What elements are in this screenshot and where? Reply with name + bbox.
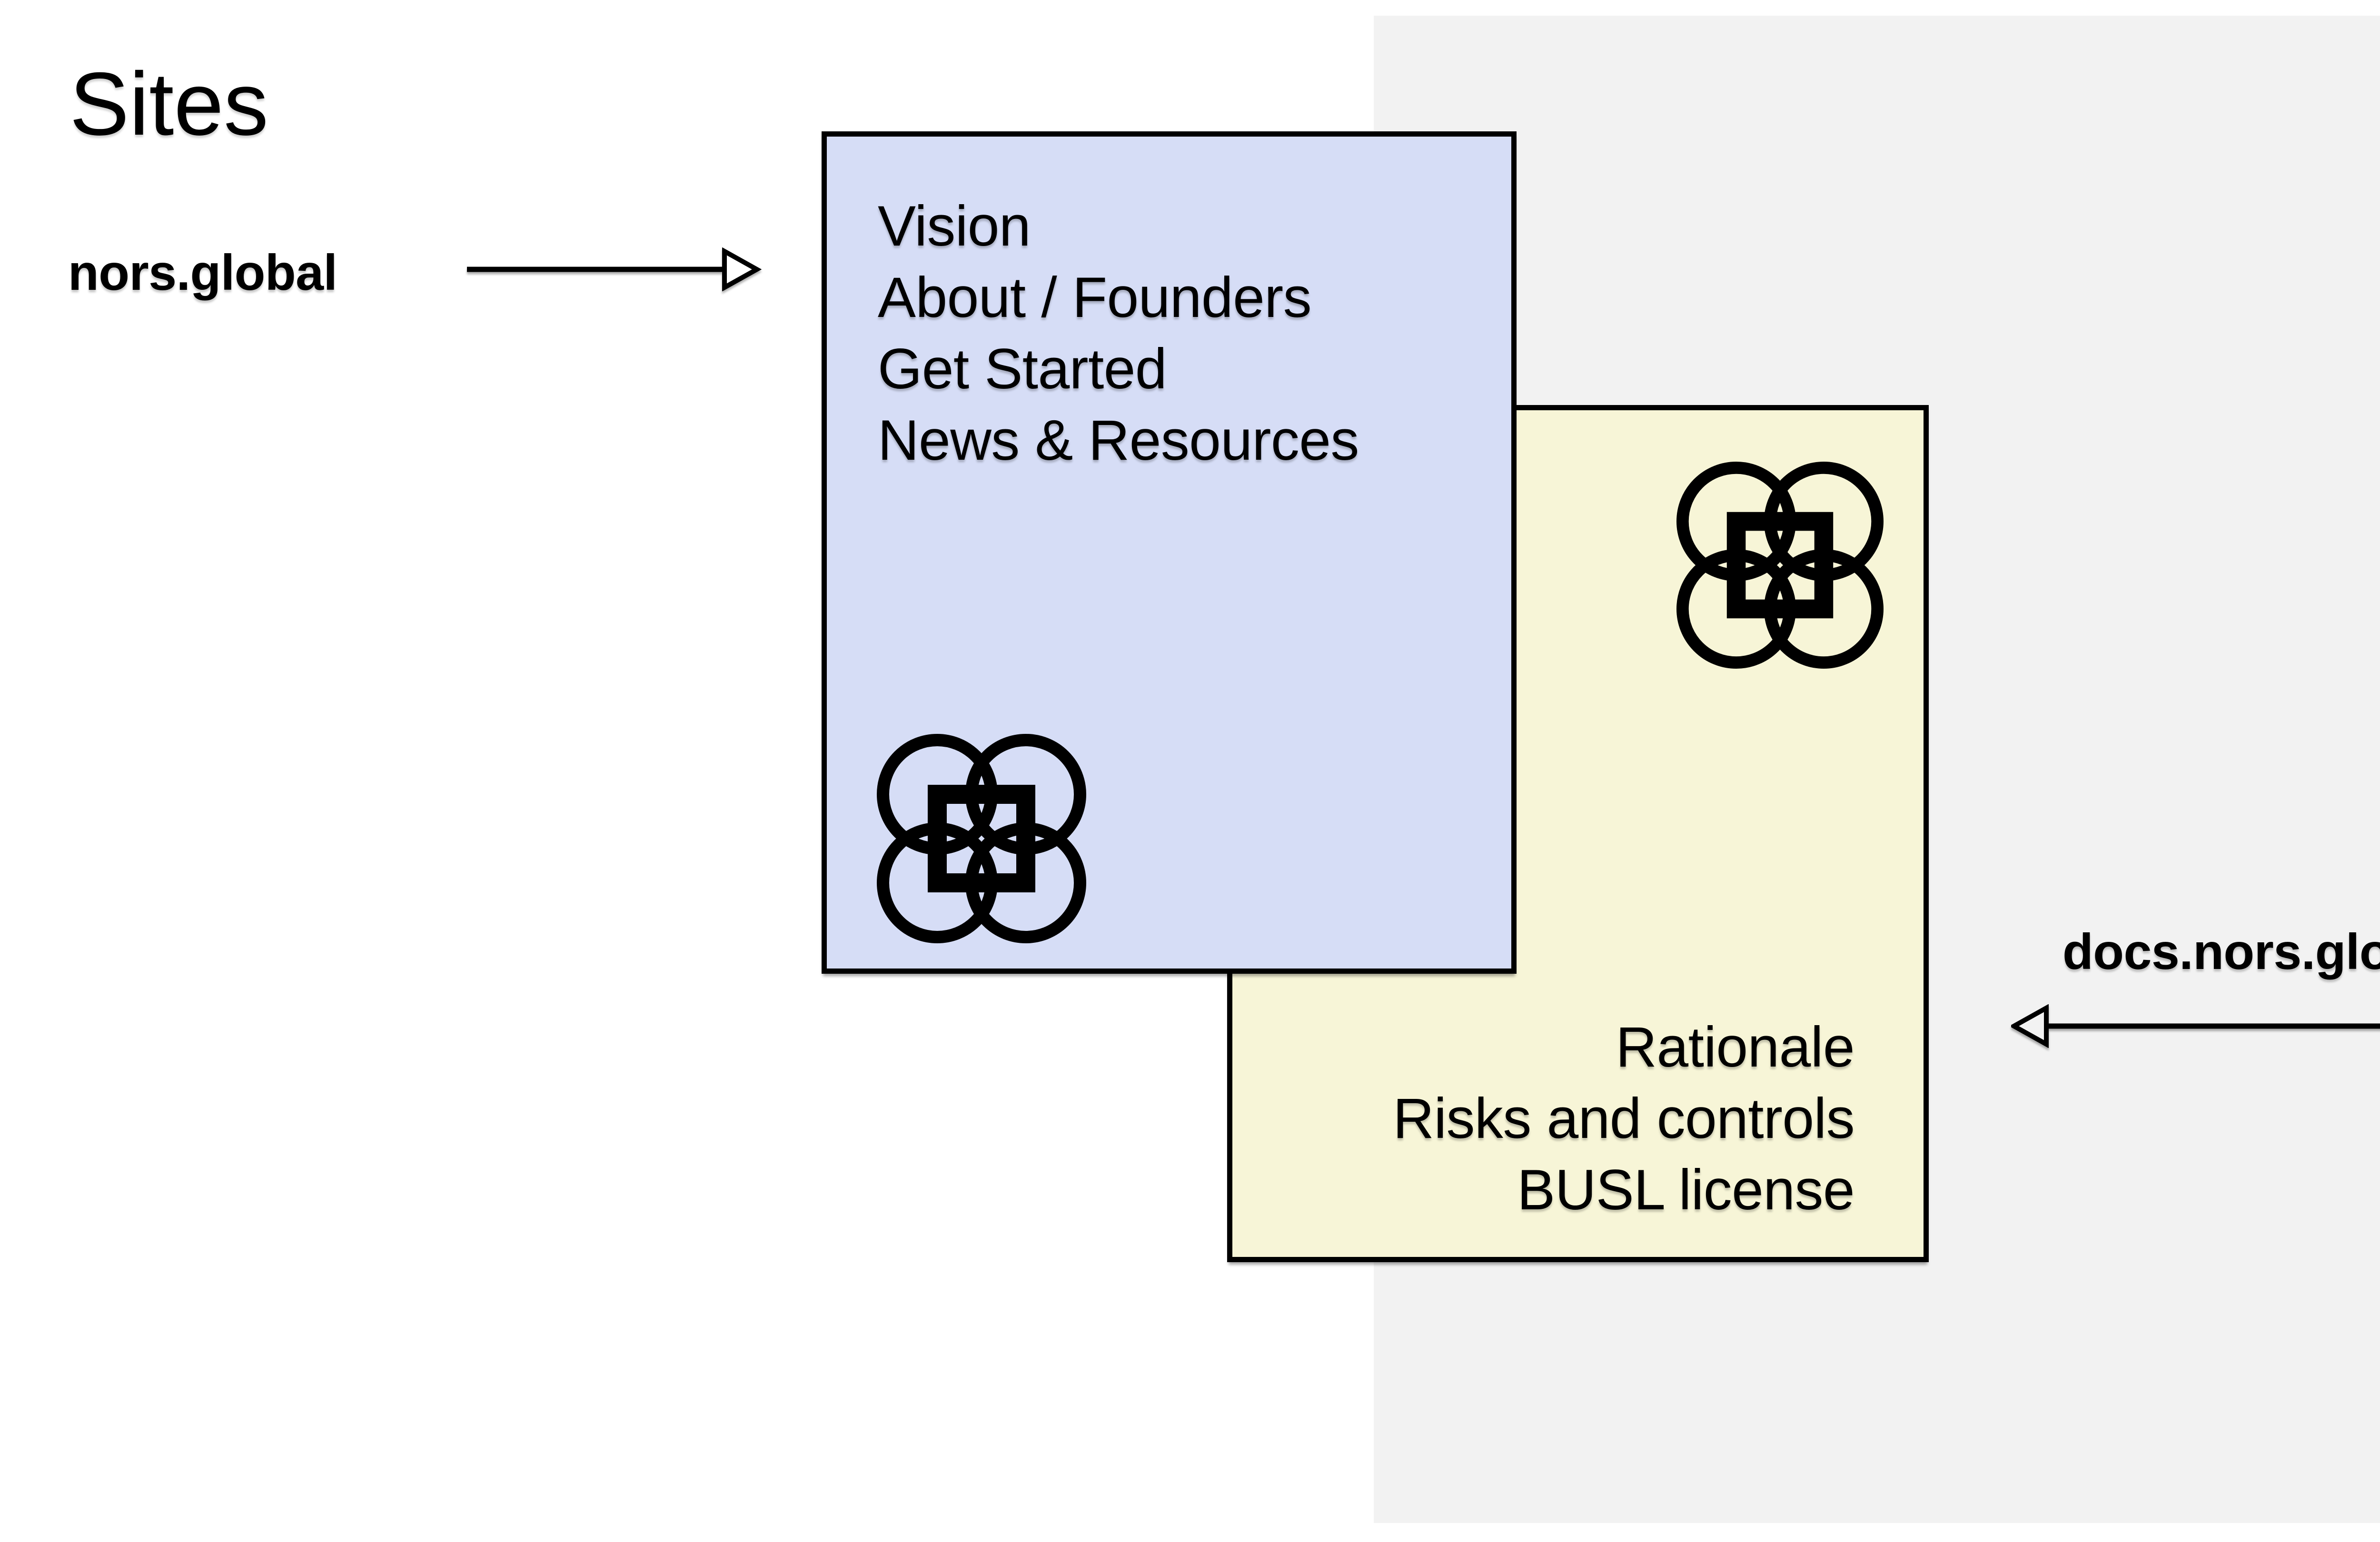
menu-item: BUSL license — [1517, 1158, 1854, 1222]
docs-site-menu: Rationale Risks and controls BUSL licens… — [1393, 1011, 1854, 1226]
site-label-nors-global: nors.global — [68, 245, 337, 301]
main-site-menu: Vision About / Founders Get Started News… — [878, 190, 1359, 476]
arrow-left-icon — [2011, 1004, 2380, 1048]
menu-item: About / Founders — [878, 266, 1312, 329]
site-label-docs-nors-global: docs.nors.global — [2063, 924, 2380, 980]
menu-item: Get Started — [878, 337, 1167, 401]
menu-item: Vision — [878, 194, 1031, 258]
menu-item: Rationale — [1616, 1015, 1854, 1079]
menu-item: News & Resources — [878, 408, 1359, 472]
menu-item: Risks and controls — [1393, 1087, 1854, 1150]
card-main-site: Vision About / Founders Get Started News… — [822, 131, 1517, 974]
nors-clover-logo-icon — [1676, 462, 1884, 669]
nors-clover-logo-icon — [877, 734, 1086, 943]
page-title: Sites — [69, 54, 268, 154]
arrow-right-icon — [467, 247, 762, 291]
